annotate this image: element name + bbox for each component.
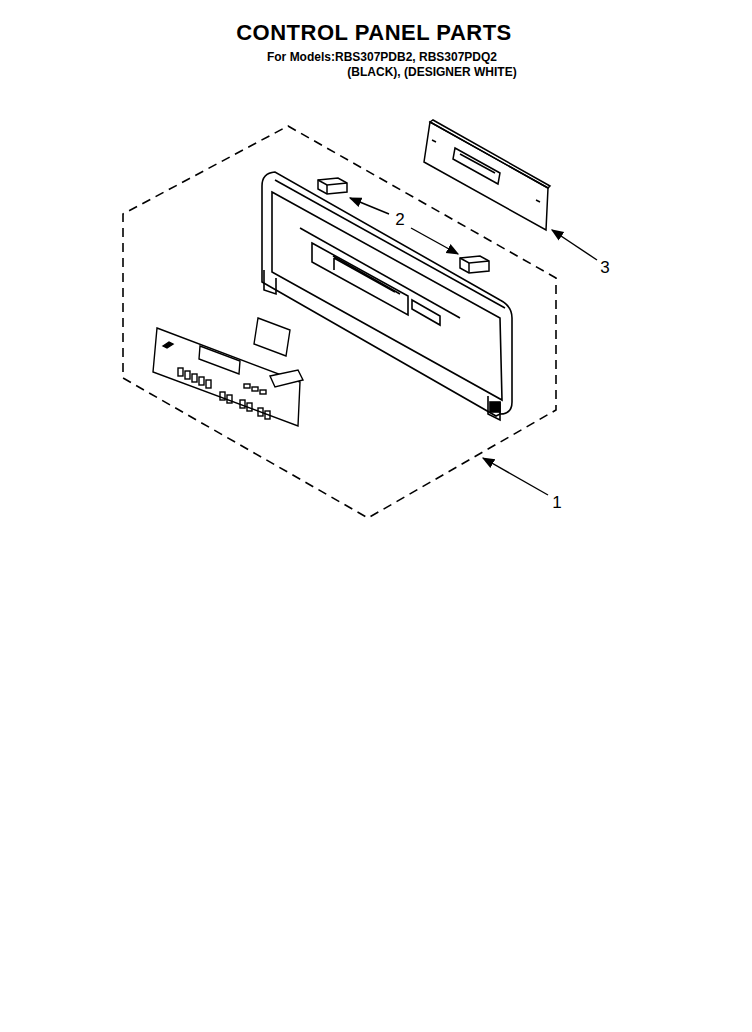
callout-number: 2 [393,210,406,230]
callout-number: 3 [598,258,611,278]
model-list: For Models:RBS307PDB2, RBS307PDQ2 [265,50,499,64]
callout-number: 1 [550,493,563,513]
control-board [424,120,550,230]
keypad-overlay [153,328,303,426]
page-title: CONTROL PANEL PARTS [234,20,514,46]
gasket [254,318,290,356]
color-note: (BLACK), (DESIGNER WHITE) [345,65,518,79]
leader-line [350,198,597,495]
